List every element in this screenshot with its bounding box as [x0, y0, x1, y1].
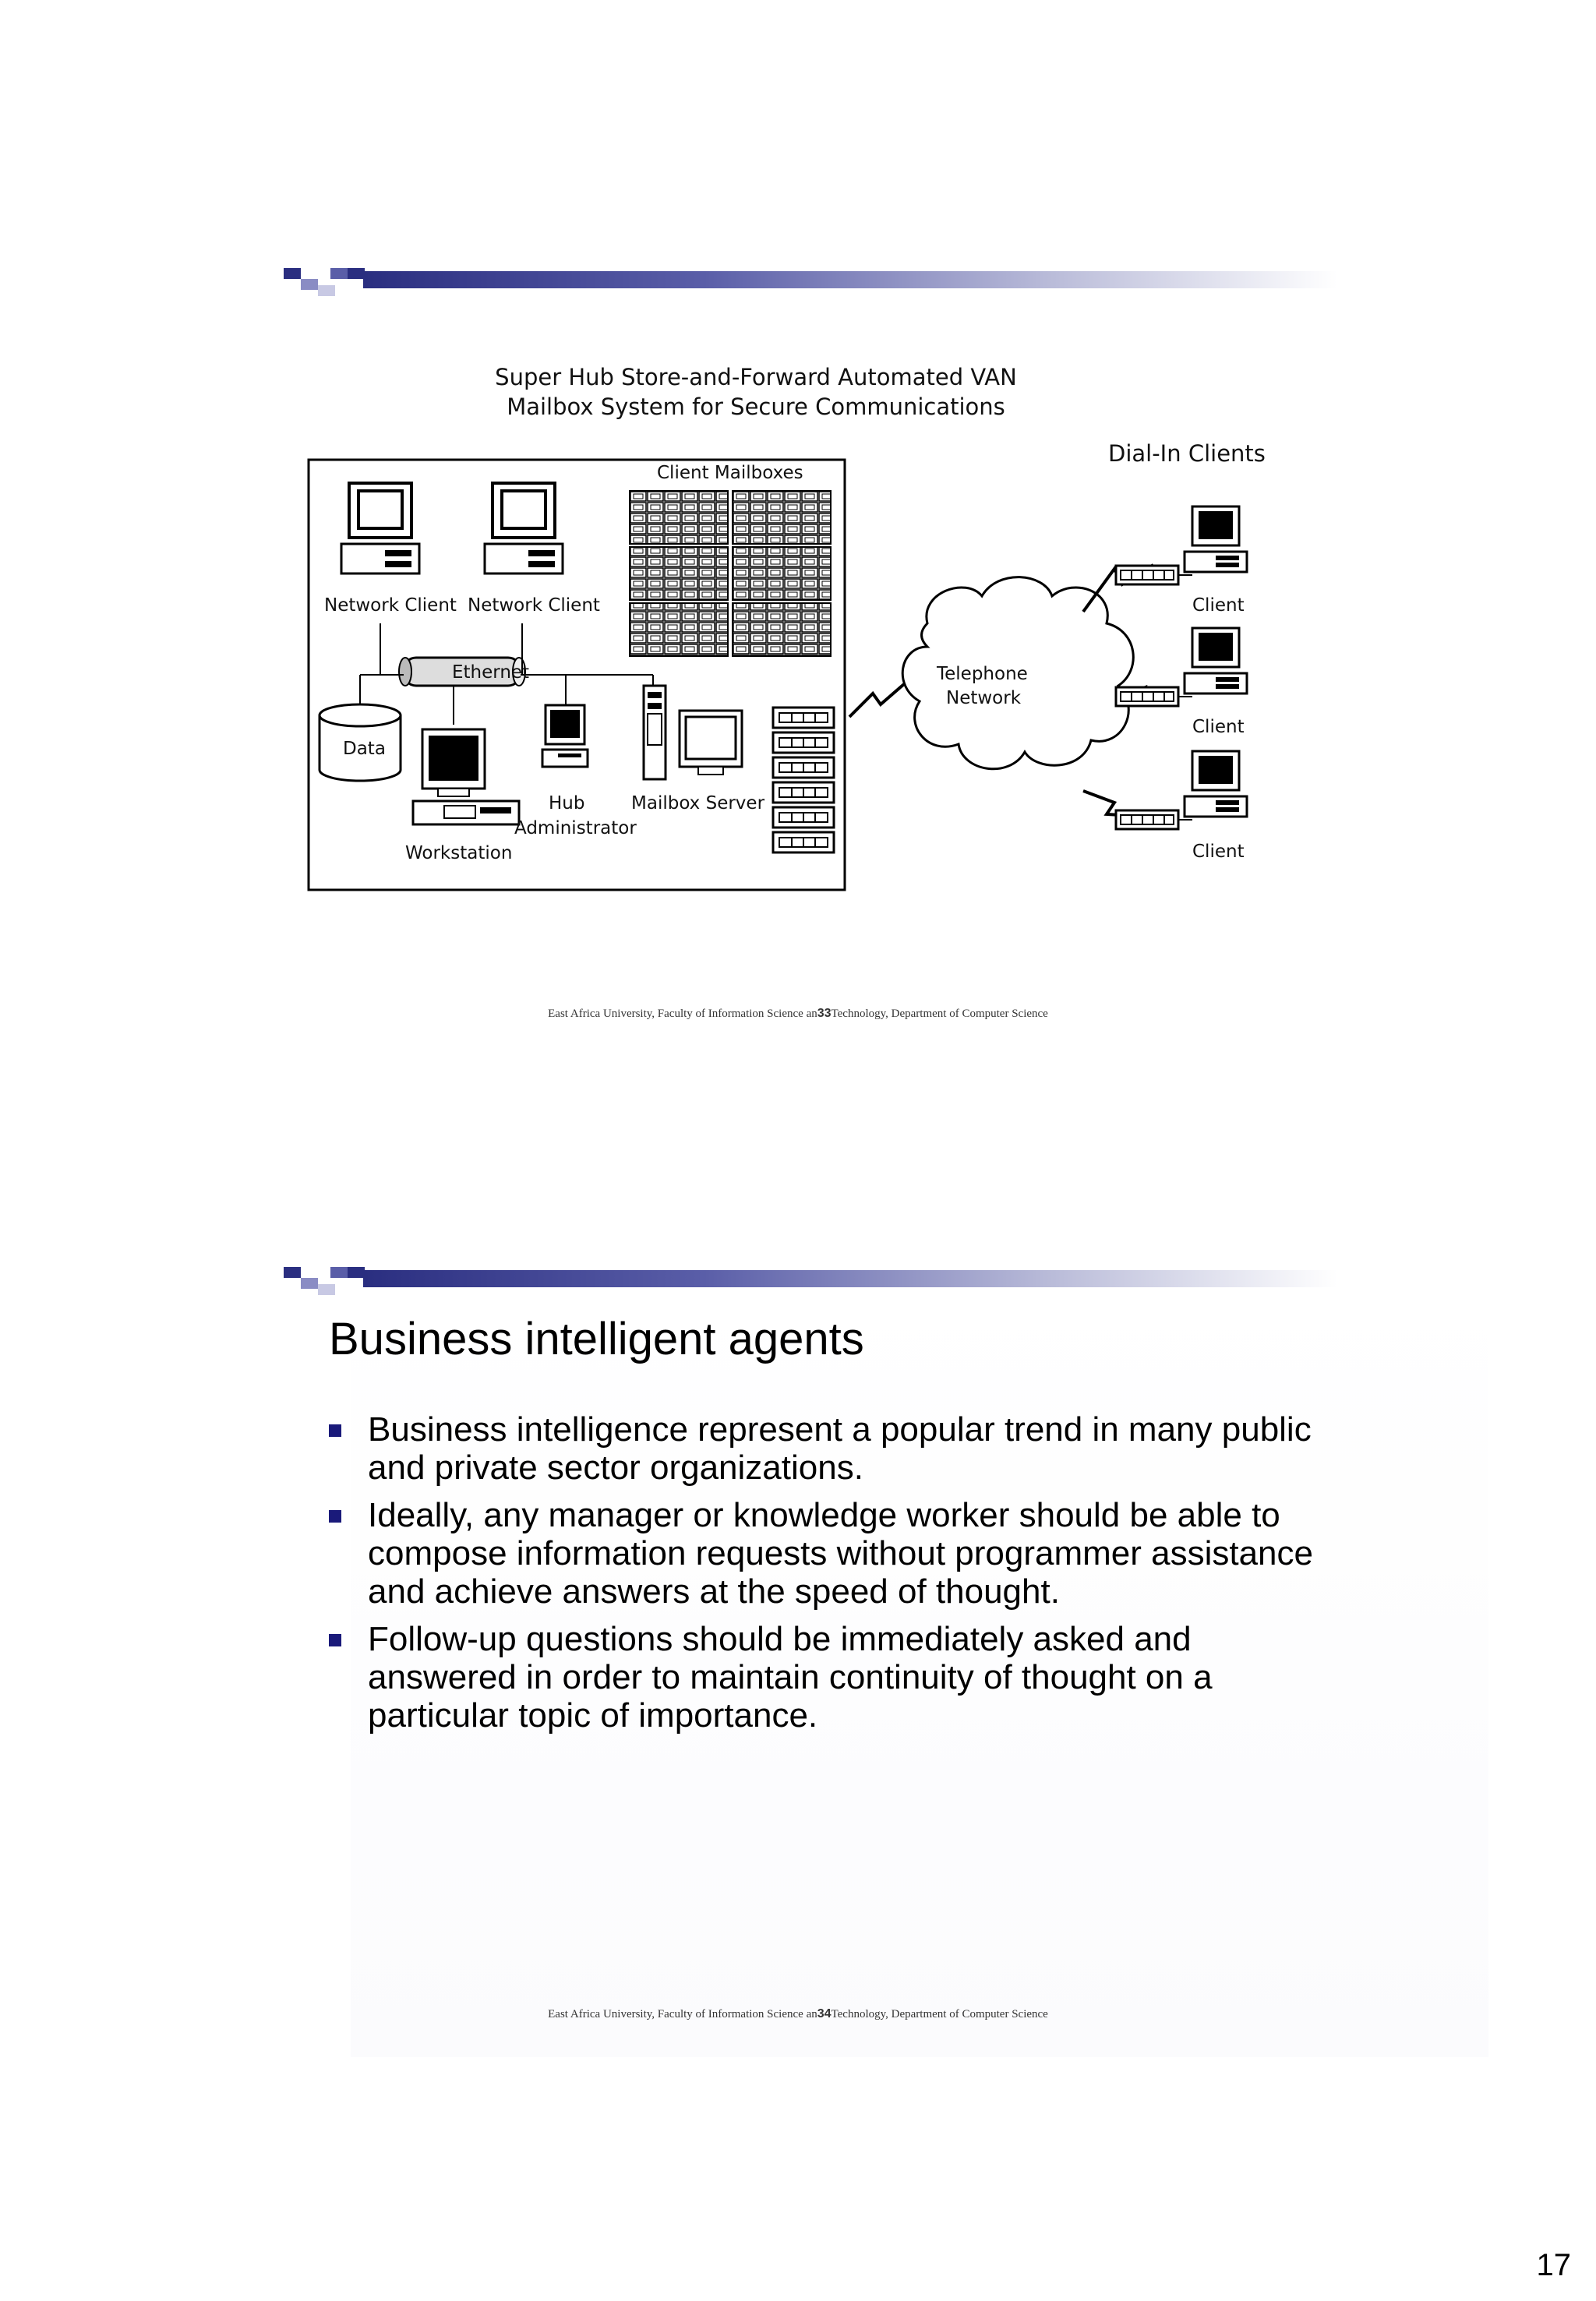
header-square: [330, 268, 348, 279]
administrator-label: Administrator: [514, 818, 637, 838]
telephone-network-cloud-icon: [901, 576, 1135, 771]
slide-number: 34: [817, 2007, 832, 2020]
slide-34-background: [351, 1278, 1488, 2057]
network-client-2-label: Network Client: [468, 595, 600, 616]
hub-label: Hub: [549, 793, 585, 813]
diagram-title: Super Hub Store-and-Forward Automated VA…: [436, 362, 1075, 422]
network-client-1-computer-icon: [340, 482, 421, 575]
header-square: [301, 1278, 318, 1289]
mailbox-server-icon: [642, 675, 743, 781]
header-square: [284, 1267, 301, 1278]
workstation-label: Workstation: [405, 843, 513, 863]
bullet-item: Ideally, any manager or knowledge worker…: [327, 1496, 1325, 1611]
client-mailboxes-grid: [629, 490, 832, 657]
diagram-title-line-2: Mailbox System for Secure Communications: [507, 393, 1005, 420]
data-label: Data: [343, 739, 386, 759]
modem-icon: [1114, 686, 1180, 708]
bullet-item: Business intelligence represent a popula…: [327, 1410, 1325, 1487]
network-client-2-computer-icon: [483, 482, 564, 575]
header-square: [318, 1284, 335, 1295]
modem-icon: [1114, 809, 1180, 831]
bullet-text: Ideally, any manager or knowledge worker…: [368, 1496, 1313, 1611]
modem-icon: [1114, 564, 1180, 586]
bullet-square-icon: [329, 1510, 341, 1523]
header-square: [330, 1267, 348, 1278]
header-square: [284, 268, 301, 279]
bullet-text: Follow-up questions should be immediatel…: [368, 1620, 1213, 1735]
footer-department-text: Technology, Department of Computer Scien…: [831, 1008, 1048, 1020]
header-square: [348, 1267, 365, 1278]
slide-footer: East Africa University, Faculty of Infor…: [0, 2007, 1596, 2021]
header-gradient-bar: [363, 271, 1337, 288]
header-gradient-bar: [363, 1270, 1337, 1287]
network-label: Network: [946, 688, 1022, 708]
header-square: [318, 285, 335, 296]
ethernet-label: Ethernet: [452, 662, 530, 683]
bullet-list: Business intelligence represent a popula…: [327, 1410, 1325, 1744]
data-storage-icon: [318, 703, 402, 782]
dial-in-client-3-computer-icon: [1183, 750, 1248, 818]
client-1-label: Client: [1192, 595, 1245, 616]
workstation-computer-icon: [411, 728, 521, 826]
network-client-1-label: Network Client: [324, 595, 457, 616]
client-mailboxes-label: Client Mailboxes: [657, 463, 803, 483]
header-square: [348, 268, 365, 279]
page-number: 17: [1536, 2248, 1572, 2282]
lightning-link-icon: [848, 683, 906, 718]
dial-in-client-2-computer-icon: [1183, 626, 1248, 695]
footer-department-text: Technology, Department of Computer Scien…: [831, 2008, 1048, 2020]
bullet-square-icon: [329, 1634, 341, 1646]
client-3-label: Client: [1192, 842, 1245, 862]
diagram-title-line-1: Super Hub Store-and-Forward Automated VA…: [495, 364, 1017, 390]
header-square: [301, 279, 318, 290]
footer-institution-text: East Africa University, Faculty of Infor…: [548, 2008, 817, 2020]
bullet-text: Business intelligence represent a popula…: [368, 1410, 1312, 1487]
dial-in-client-1-computer-icon: [1183, 505, 1248, 573]
telephone-label: Telephone: [937, 664, 1028, 684]
network-diagram: [307, 458, 1248, 891]
slide-title: Business intelligent agents: [329, 1314, 864, 1364]
slide-number: 33: [817, 1007, 832, 1020]
bullet-square-icon: [329, 1424, 341, 1437]
hub-administrator-computer-icon: [541, 704, 589, 768]
footer-institution-text: East Africa University, Faculty of Infor…: [548, 1008, 817, 1020]
slide-footer: East Africa University, Faculty of Infor…: [0, 1007, 1596, 1021]
client-2-label: Client: [1192, 717, 1245, 737]
mailbox-server-label: Mailbox Server: [631, 793, 765, 813]
bullet-item: Follow-up questions should be immediatel…: [327, 1620, 1325, 1735]
dial-in-clients-label: Dial-In Clients: [1108, 440, 1266, 467]
